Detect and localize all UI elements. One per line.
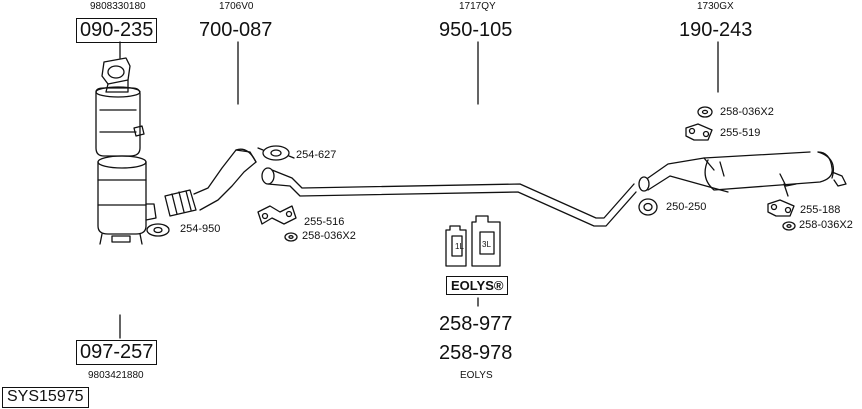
oem-number-090-235: 9808330180 [90, 1, 146, 12]
accessory-label-255-516[interactable]: 255-516 [304, 216, 345, 228]
accessory-label-250-250[interactable]: 250-250 [666, 201, 707, 213]
eolys-can-large-label: 3L [482, 240, 491, 249]
accessory-label-254-950[interactable]: 254-950 [180, 223, 221, 235]
accessory-label-255-188[interactable]: 255-188 [800, 204, 841, 216]
clamp-drawing-255-188 [767, 199, 795, 217]
accessory-label-258-036x2-a9[interactable]: 258-036X2 [799, 219, 853, 231]
gasket-drawing-254-627 [257, 145, 295, 161]
clamp-drawing-255-516 [257, 205, 297, 225]
oem-number-700-087: 1706V0 [219, 1, 254, 12]
rear-silencer-drawing [638, 151, 847, 197]
accessory-label-258-036x2-a5[interactable]: 258-036X2 [720, 106, 774, 118]
eolys-can-large-drawing [471, 215, 501, 267]
catalytic-converter-drawing [95, 57, 145, 157]
rubber-mount-drawing-a4 [284, 232, 298, 242]
rubber-mount-drawing-a9 [782, 221, 796, 231]
part-number-190-243[interactable]: 190-243 [679, 19, 753, 41]
eolys-can-small-label: 1L [455, 242, 464, 251]
part-number-700-087[interactable]: 700-087 [199, 19, 273, 41]
middle-pipe-drawing [261, 167, 637, 227]
system-code: SYS15975 [2, 387, 89, 408]
part-number-950-105[interactable]: 950-105 [439, 19, 513, 41]
eolys-brand-box: EOLYS® [446, 276, 509, 295]
part-number-090-235[interactable]: 090-235 [76, 18, 158, 43]
front-pipe-drawing [164, 148, 257, 217]
accessory-label-254-627[interactable]: 254-627 [296, 149, 337, 161]
rubber-mount-drawing-a5 [697, 106, 713, 118]
oem-number-190-243: 1730GX [697, 1, 734, 12]
eolys-can-small-drawing [445, 225, 467, 267]
gasket-drawing-254-950 [146, 223, 170, 237]
accessory-label-255-519[interactable]: 255-519 [720, 127, 761, 139]
part-number-258-977[interactable]: 258-977 [439, 313, 513, 335]
oem-number-950-105: 1717QY [459, 1, 496, 12]
gasket-drawing-250-250 [638, 198, 658, 216]
part-number-258-978[interactable]: 258-978 [439, 342, 513, 364]
oem-number-097-257: 9803421880 [88, 370, 144, 381]
accessory-label-258-036x2-a4[interactable]: 258-036X2 [302, 230, 356, 242]
part-number-097-257[interactable]: 097-257 [76, 340, 158, 365]
particulate-filter-drawing [97, 155, 157, 245]
eolys-name: EOLYS [460, 370, 493, 381]
clamp-drawing-255-519 [685, 123, 713, 141]
